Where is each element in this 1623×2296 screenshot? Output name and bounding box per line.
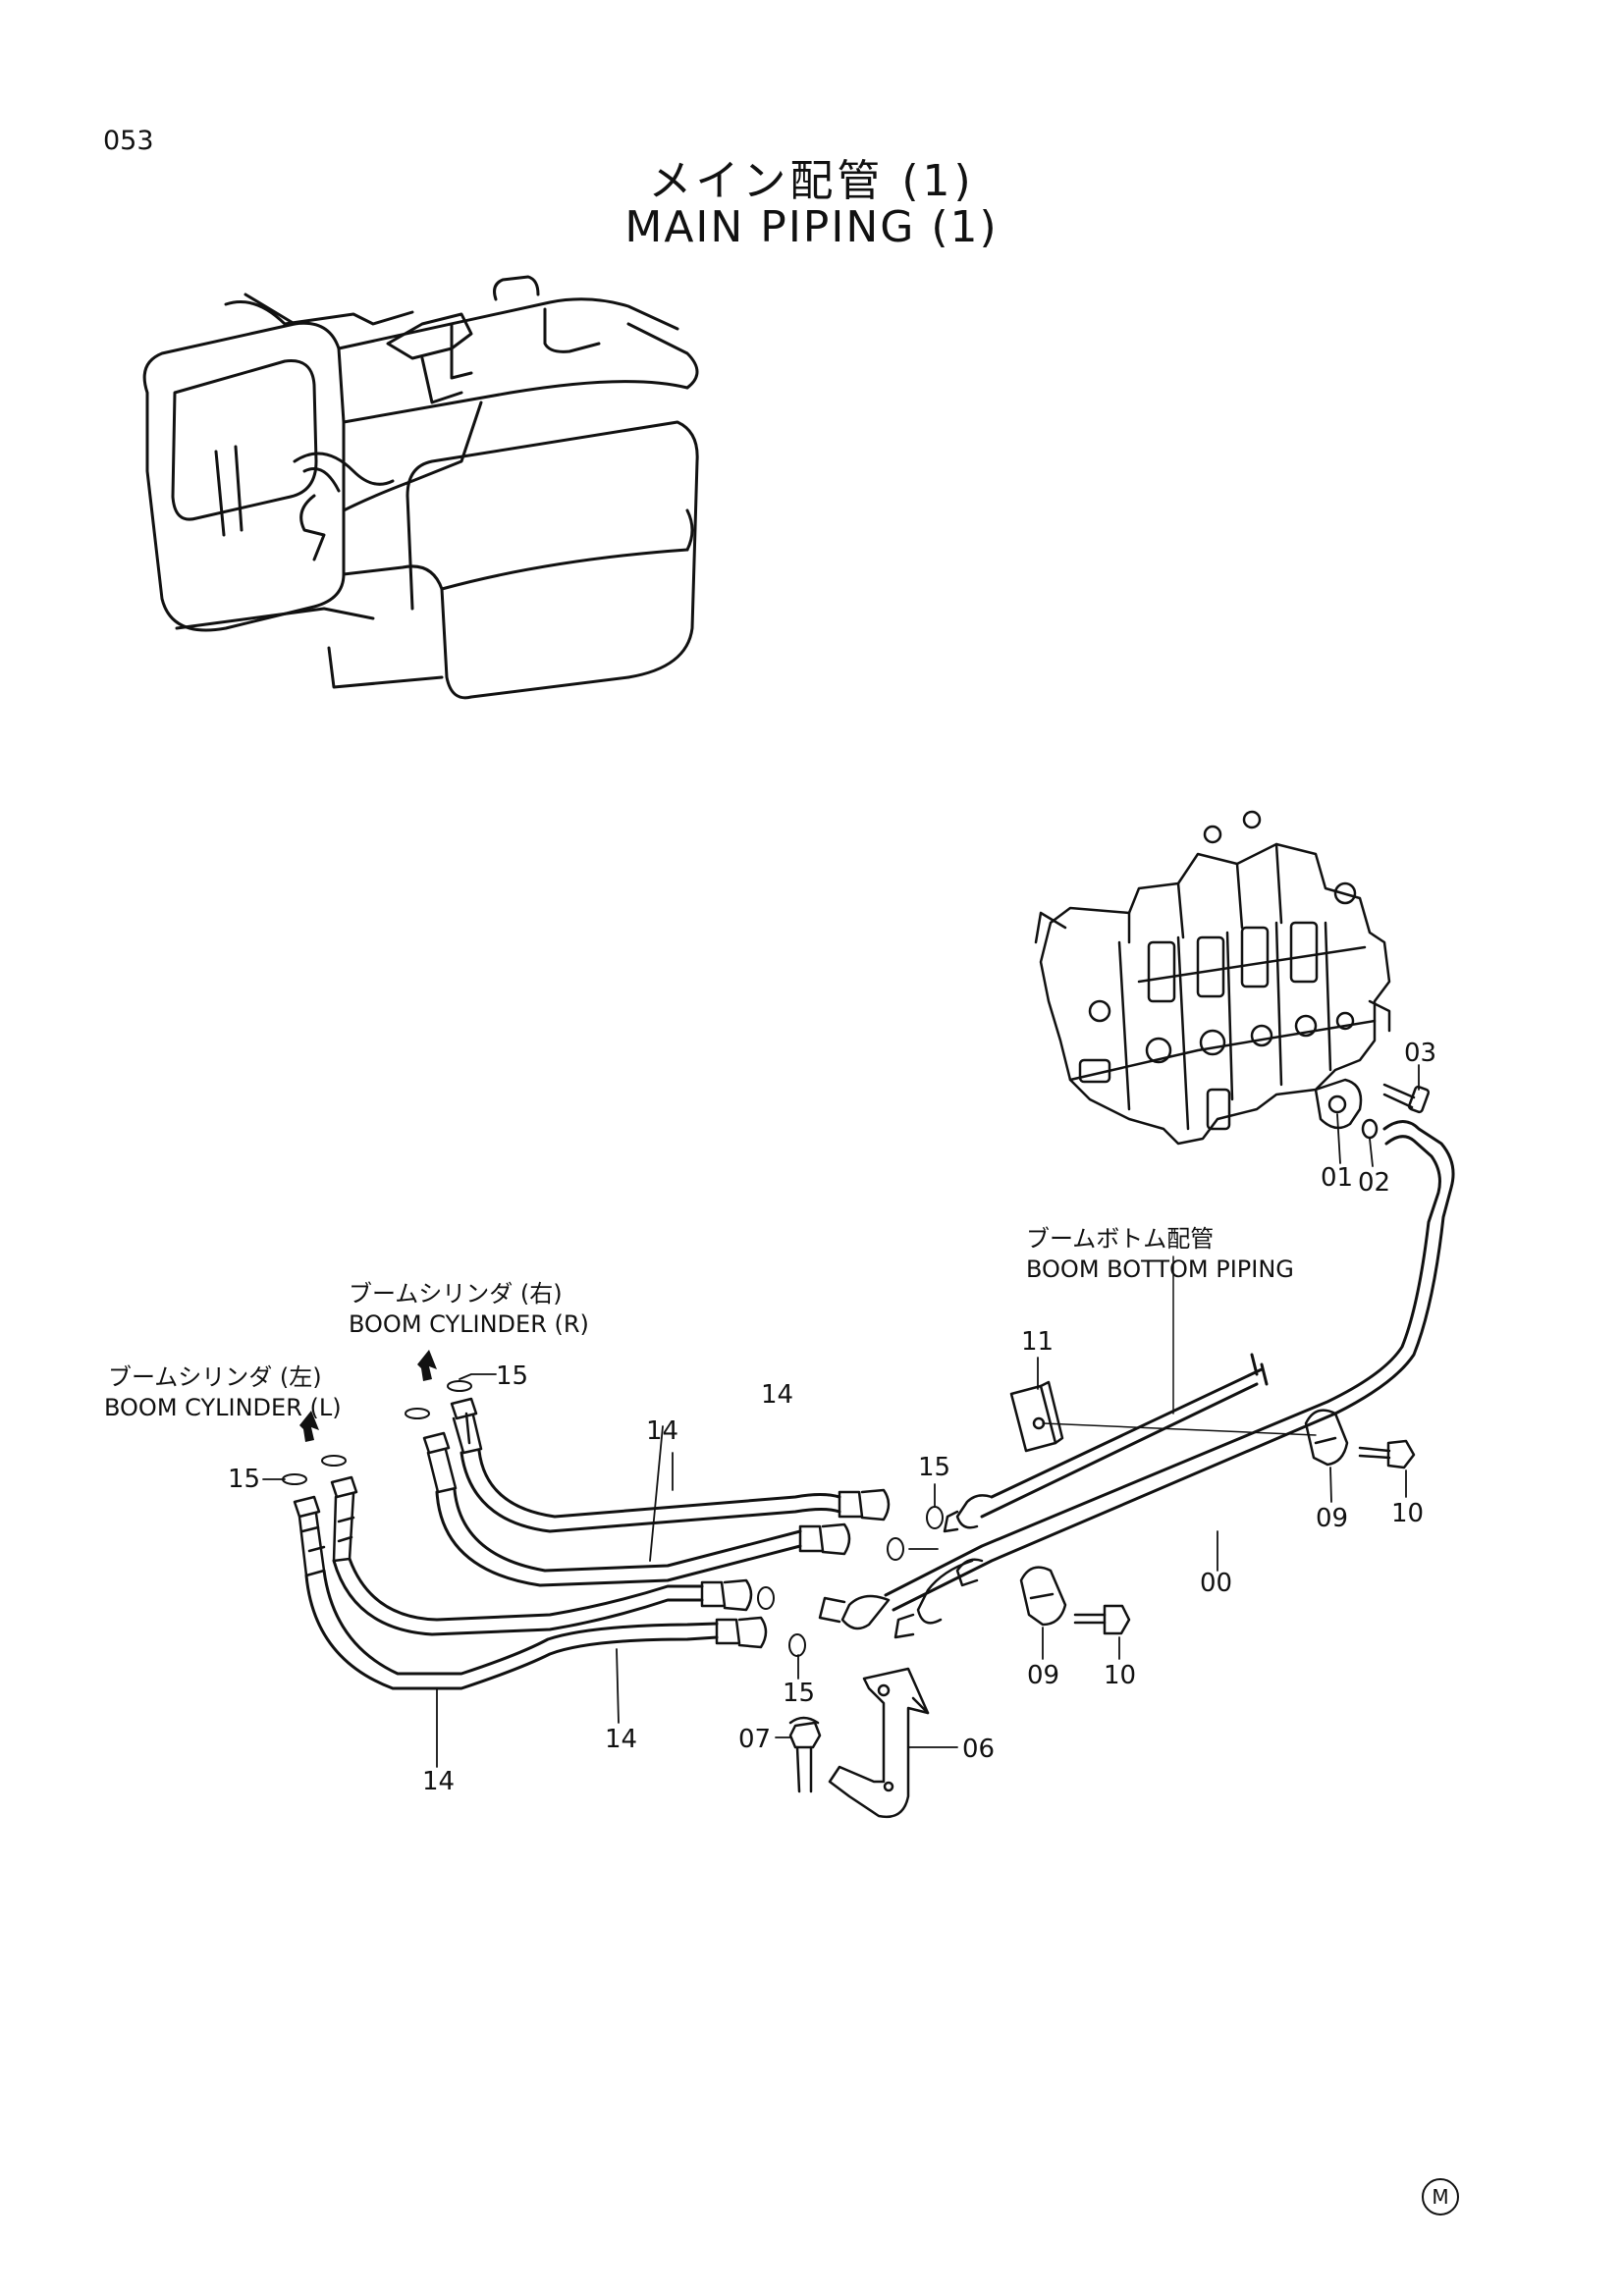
hoses xyxy=(293,1397,891,1690)
callout-15-upper: 15 xyxy=(918,1453,951,1482)
boom-cylinder-l-label-ja: ブームシリンダ (左) xyxy=(108,1363,322,1391)
boom-cylinder-r-label: BOOM CYLINDER (R) xyxy=(349,1310,589,1338)
circled-m-mark: M xyxy=(1422,2178,1459,2216)
callout-15-lower: 15 xyxy=(783,1679,816,1708)
bracket xyxy=(828,1667,930,1819)
page-title: MAIN PIPING (1) xyxy=(624,202,999,252)
callout-15-cyl-r: 15 xyxy=(496,1362,529,1391)
callout-11: 11 xyxy=(1021,1327,1055,1357)
control-valve-illustration xyxy=(1034,810,1391,1146)
bolt-lower xyxy=(1073,1604,1131,1635)
callout-15-cyl-l: 15 xyxy=(228,1465,261,1494)
excavator-overview-illustration xyxy=(142,275,699,700)
callout-09-upper: 09 xyxy=(1316,1504,1349,1533)
boom-cylinder-r-label-ja: ブームシリンダ (右) xyxy=(349,1280,563,1308)
flange-assembly xyxy=(1314,1078,1431,1140)
boom-cylinder-l-label: BOOM CYLINDER (L) xyxy=(104,1394,342,1421)
callout-10-lower: 10 xyxy=(1104,1661,1137,1690)
callout-14-c: 14 xyxy=(605,1725,638,1754)
clamp-lower xyxy=(1019,1566,1067,1627)
leader-lines xyxy=(262,1064,1420,1768)
bolt-upper xyxy=(1358,1439,1416,1469)
callout-09-lower: 09 xyxy=(1027,1661,1060,1690)
callout-14-b: 14 xyxy=(646,1416,679,1446)
mounting-bolt xyxy=(788,1716,822,1793)
boom-bottom-piping-label: BOOM BOTTOM PIPING xyxy=(1026,1255,1294,1283)
callout-01: 01 xyxy=(1321,1163,1354,1193)
callout-03: 03 xyxy=(1404,1039,1437,1068)
clamp-upper xyxy=(1304,1409,1349,1467)
pipe-block xyxy=(1009,1380,1317,1453)
callout-06: 06 xyxy=(962,1735,996,1764)
pipe-end-fittings xyxy=(818,1494,994,1639)
boom-bottom-pipe xyxy=(884,1120,1455,1612)
page-number: 053 xyxy=(103,126,154,156)
callout-14-d: 14 xyxy=(422,1767,456,1796)
callout-14-a: 14 xyxy=(761,1380,794,1410)
callout-00: 00 xyxy=(1200,1569,1233,1598)
page-title-japanese: メイン配管 (1) xyxy=(648,156,975,206)
callout-10-upper: 10 xyxy=(1391,1499,1425,1528)
callout-02: 02 xyxy=(1358,1168,1391,1198)
callout-07: 07 xyxy=(738,1725,772,1754)
direction-arrows xyxy=(299,1350,437,1442)
o-rings xyxy=(282,1380,944,1657)
boom-bottom-piping-label-ja: ブームボトム配管 xyxy=(1026,1225,1215,1253)
